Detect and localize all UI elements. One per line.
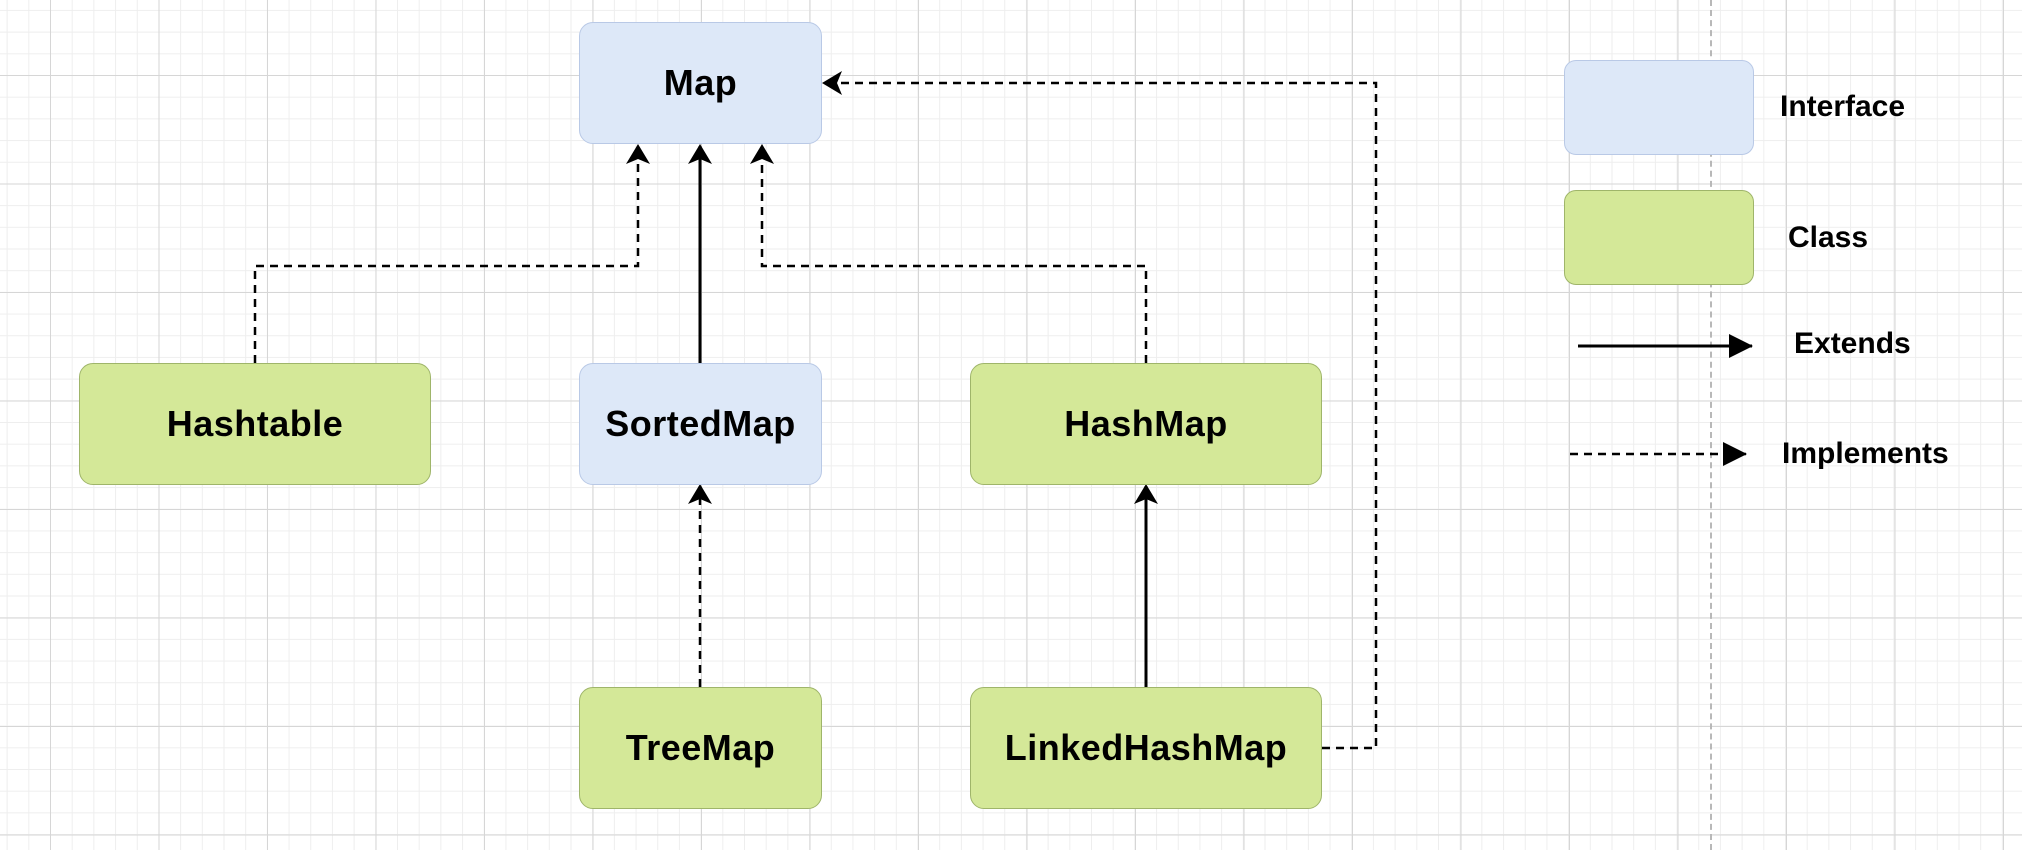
node-map[interactable]: Map (579, 22, 822, 144)
node-linkedhashmap-label: LinkedHashMap (1004, 727, 1288, 768)
node-hashtable-label: Hashtable (166, 403, 344, 444)
node-treemap-label: TreeMap (625, 727, 776, 768)
legend-implements-label: Implements (1782, 437, 1949, 470)
legend-class-label: Class (1788, 221, 1869, 254)
node-sortedmap[interactable]: SortedMap (579, 363, 822, 485)
edge-hashmap-implements-map (750, 144, 1148, 363)
legend-extends-label: Extends (1794, 327, 1911, 360)
legend-interface-label: Interface (1780, 90, 1906, 123)
edge-linkedhashmap-implements-map (822, 71, 1378, 750)
legend-interface-swatch (1564, 60, 1754, 155)
node-hashmap-label: HashMap (1064, 403, 1228, 444)
node-map-label: Map (663, 62, 738, 103)
page-divider (1710, 0, 1712, 850)
node-sortedmap-label: SortedMap (605, 403, 796, 444)
node-linkedhashmap[interactable]: LinkedHashMap (970, 687, 1322, 809)
legend-class-swatch (1564, 190, 1754, 285)
node-hashtable[interactable]: Hashtable (79, 363, 431, 485)
node-hashmap[interactable]: HashMap (970, 363, 1322, 485)
node-treemap[interactable]: TreeMap (579, 687, 822, 809)
edge-hashtable-implements-map (253, 144, 650, 363)
